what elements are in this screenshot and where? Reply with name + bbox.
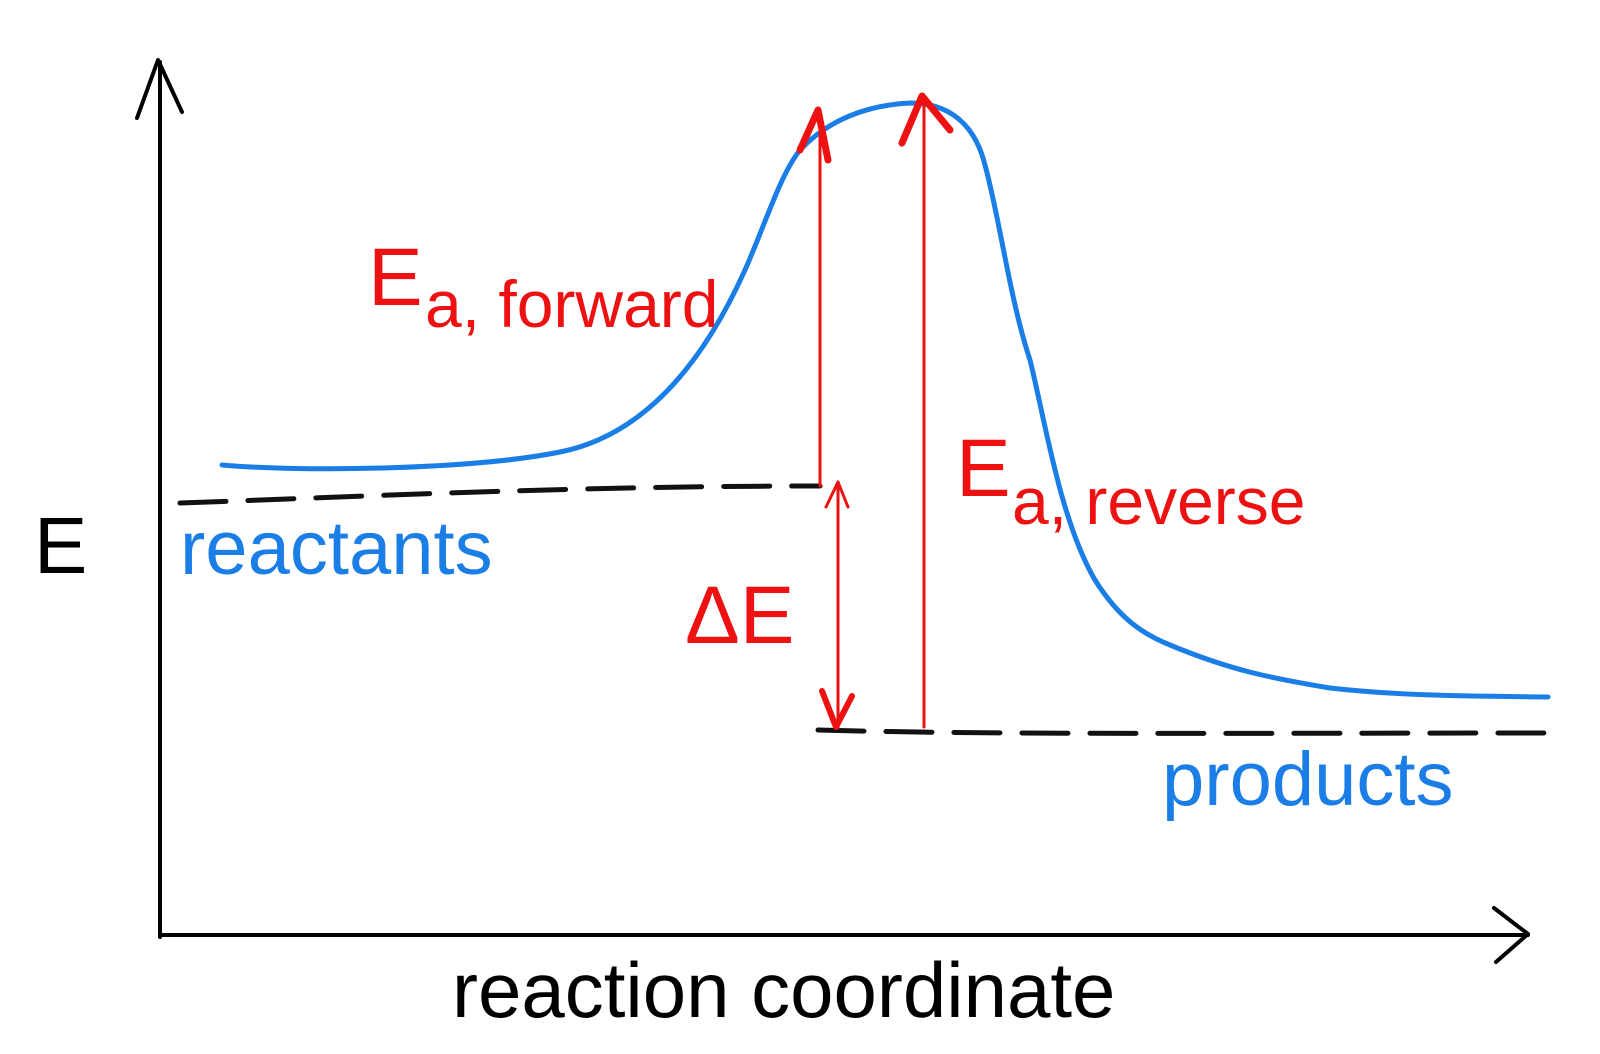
ea-reverse-arrowhead xyxy=(898,92,954,147)
axes xyxy=(135,58,1530,964)
reactants-label: reactants xyxy=(180,506,493,591)
delta-e-arrowhead-top xyxy=(824,480,850,509)
x-axis-label: reaction coordinate xyxy=(452,946,1115,1034)
delta-e-label: ΔE xyxy=(685,570,794,661)
y-axis-arrowhead xyxy=(135,58,184,120)
reactants-level-line xyxy=(177,483,823,506)
delta-e-arrowhead-bottom xyxy=(819,688,855,730)
ea-forward-arrow xyxy=(796,106,832,488)
y-axis-label: E xyxy=(34,501,87,590)
ea-forward-label-subscript: a, forward xyxy=(425,267,718,341)
annotation-arrows xyxy=(796,92,954,730)
ea-reverse-label: E a, reverse xyxy=(956,423,1305,538)
ea-forward-label: E a, forward xyxy=(368,232,718,341)
ea-reverse-arrow xyxy=(898,92,954,729)
energy-curve xyxy=(219,100,1551,700)
x-axis-arrowhead xyxy=(1492,906,1530,964)
products-label: products xyxy=(1162,737,1454,822)
products-level-line xyxy=(815,727,1563,736)
ea-reverse-label-main: E xyxy=(956,423,1011,514)
delta-e-arrow xyxy=(819,480,855,730)
ea-forward-label-main: E xyxy=(368,232,423,323)
ea-forward-arrowhead xyxy=(796,106,832,164)
ea-reverse-label-subscript: a, reverse xyxy=(1012,464,1305,538)
reference-lines xyxy=(177,483,1563,736)
